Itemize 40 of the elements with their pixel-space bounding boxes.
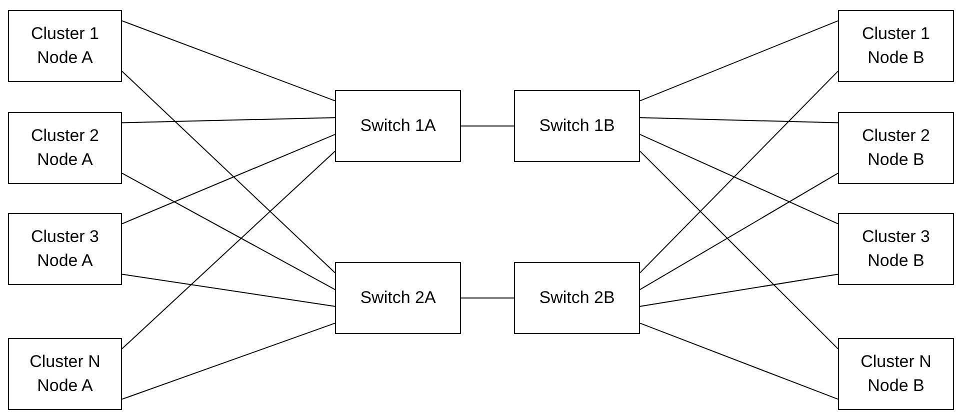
node-label: Switch 1A bbox=[360, 115, 436, 137]
connector-line bbox=[640, 117, 838, 124]
node-label: Cluster 2 Node B bbox=[860, 125, 932, 171]
connector-line bbox=[640, 20, 838, 102]
node-box bbox=[838, 338, 954, 410]
connector-line bbox=[122, 20, 336, 102]
connector-line bbox=[640, 70, 838, 274]
node-label: Cluster N Node A bbox=[28, 351, 102, 397]
switch-box bbox=[335, 262, 461, 334]
node-box bbox=[8, 10, 122, 82]
node-box bbox=[838, 10, 954, 82]
connector-line bbox=[640, 274, 838, 307]
connector-line bbox=[122, 70, 336, 274]
connector-line bbox=[122, 150, 336, 350]
connector-line bbox=[640, 172, 838, 290]
connector-line bbox=[122, 117, 336, 124]
switch-box bbox=[514, 90, 640, 162]
node-box bbox=[838, 112, 954, 184]
connector-line bbox=[122, 322, 336, 400]
node-label: Switch 2B bbox=[539, 287, 615, 309]
node-box bbox=[838, 213, 954, 285]
node-box bbox=[8, 213, 122, 285]
node-label: Cluster 3 Node B bbox=[860, 226, 932, 272]
node-label: Cluster N Node B bbox=[860, 351, 932, 397]
connector-line bbox=[640, 134, 838, 224]
switch-box bbox=[335, 90, 461, 162]
node-box bbox=[8, 338, 122, 410]
connector-line bbox=[640, 150, 838, 350]
node-label: Cluster 2 Node A bbox=[30, 125, 100, 171]
connector-line bbox=[122, 134, 336, 224]
node-label: Switch 2A bbox=[360, 287, 436, 309]
node-label: Cluster 3 Node A bbox=[30, 226, 100, 272]
connector-line bbox=[640, 322, 838, 400]
connector-line bbox=[122, 274, 336, 307]
switch-box bbox=[514, 262, 640, 334]
node-label: Switch 1B bbox=[539, 115, 615, 137]
node-label: Cluster 1 Node A bbox=[30, 23, 100, 69]
connector-line bbox=[122, 172, 336, 290]
node-label: Cluster 1 Node B bbox=[860, 23, 932, 69]
node-box bbox=[8, 112, 122, 184]
